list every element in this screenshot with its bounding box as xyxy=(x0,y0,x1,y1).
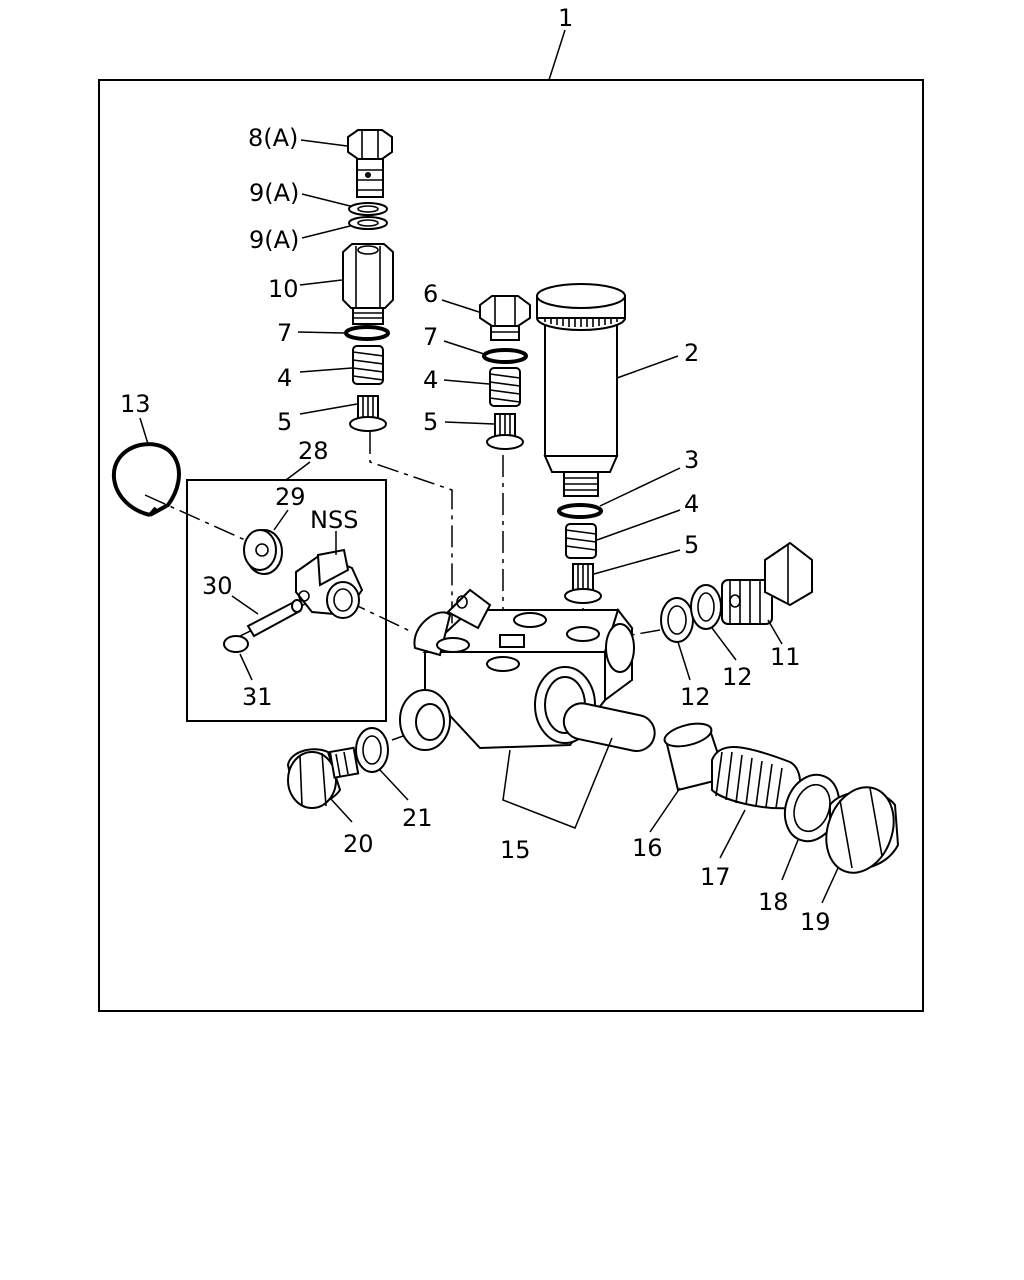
label-1: 1 xyxy=(558,4,573,32)
spring-4-left xyxy=(352,345,384,385)
pump-body-15 xyxy=(399,588,656,752)
label-16: 16 xyxy=(632,834,663,862)
lever-nss xyxy=(295,548,364,619)
label-28: 28 xyxy=(298,437,329,465)
hex-bolt-20 xyxy=(286,746,360,809)
valve-5-left xyxy=(349,395,387,432)
valve-5-center xyxy=(486,413,524,450)
label-19: 19 xyxy=(800,908,831,936)
assembly-frame xyxy=(98,79,924,1012)
washer-12-a xyxy=(660,597,694,643)
label-5-left: 5 xyxy=(277,408,292,436)
roller-29 xyxy=(243,529,283,575)
snap-ring-13 xyxy=(111,442,181,517)
label-15: 15 xyxy=(500,836,531,864)
label-nss: NSS xyxy=(310,506,358,534)
plug-19 xyxy=(825,786,900,874)
label-7-center: 7 xyxy=(423,323,438,351)
label-4-left: 4 xyxy=(277,364,292,392)
washer-9a-lower xyxy=(348,216,388,230)
washer-12-b xyxy=(690,584,722,630)
o-ring-3 xyxy=(557,503,603,519)
pin-30 xyxy=(246,599,303,638)
label-11: 11 xyxy=(770,643,801,671)
plug-6 xyxy=(479,295,531,341)
label-9a-lower: 9(A) xyxy=(249,226,299,254)
label-6: 6 xyxy=(423,280,438,308)
label-31: 31 xyxy=(242,683,273,711)
spring-4-right xyxy=(565,523,597,559)
washer-9a-upper xyxy=(348,202,388,216)
label-4-center: 4 xyxy=(423,366,438,394)
label-29: 29 xyxy=(275,483,306,511)
label-8a: 8(A) xyxy=(248,124,298,152)
label-21: 21 xyxy=(402,804,433,832)
label-7-left: 7 xyxy=(277,319,292,347)
o-ring-7-left xyxy=(344,325,390,341)
label-20: 20 xyxy=(343,830,374,858)
adapter-nut-10 xyxy=(342,243,394,325)
label-5-right: 5 xyxy=(684,531,699,559)
banjo-bolt-8a xyxy=(347,129,393,198)
ball-31 xyxy=(223,635,249,653)
spring-4-center xyxy=(489,367,521,407)
label-4-right: 4 xyxy=(684,490,699,518)
label-10: 10 xyxy=(268,275,299,303)
priming-pump-2 xyxy=(536,283,626,497)
washer-21 xyxy=(355,727,389,773)
o-ring-7-center xyxy=(482,348,528,364)
label-12-b: 12 xyxy=(722,663,753,691)
label-5-center: 5 xyxy=(423,408,438,436)
valve-5-right xyxy=(564,563,602,604)
label-3: 3 xyxy=(684,446,699,474)
label-17: 17 xyxy=(700,863,731,891)
label-9a-upper: 9(A) xyxy=(249,179,299,207)
bleeder-screw-11 xyxy=(721,541,813,625)
label-30: 30 xyxy=(202,572,233,600)
label-2: 2 xyxy=(684,339,699,367)
label-12-a: 12 xyxy=(680,683,711,711)
label-13: 13 xyxy=(120,390,151,418)
label-18: 18 xyxy=(758,888,789,916)
